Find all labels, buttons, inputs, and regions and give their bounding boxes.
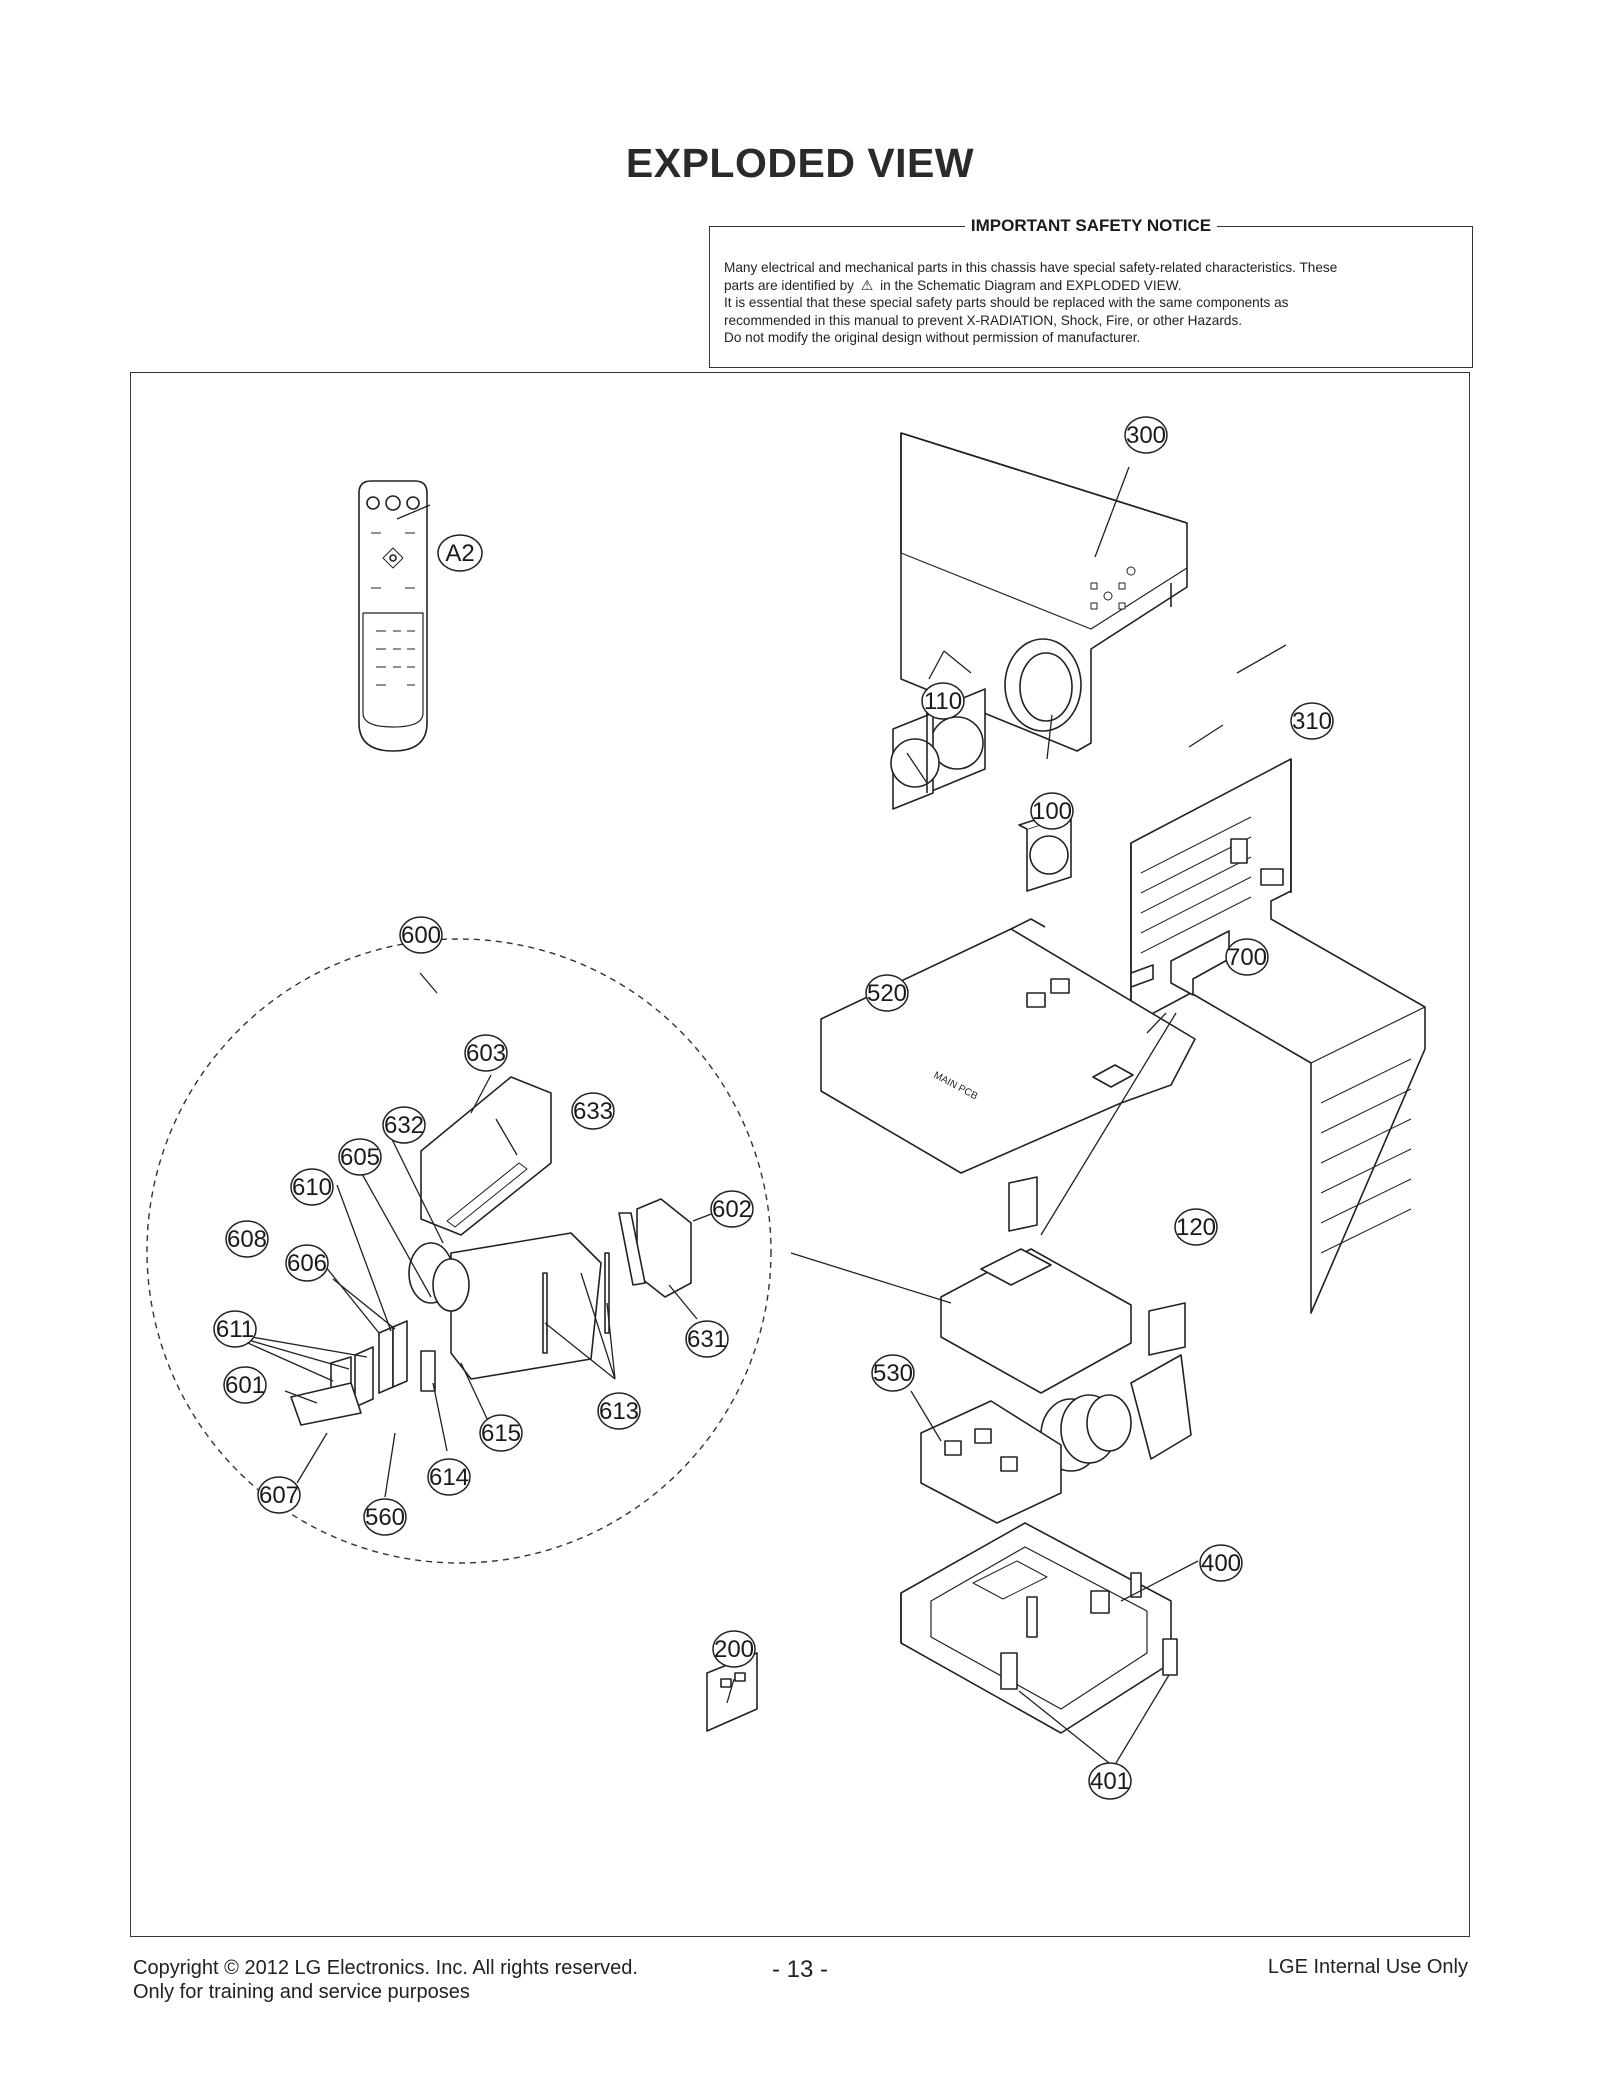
warning-triangle-icon: ⚠ [860, 276, 874, 293]
callout-610: 610 [290, 1168, 334, 1206]
callout-606: 606 [285, 1244, 329, 1282]
callout-530: 530 [871, 1354, 915, 1392]
lamp-board-part [920, 1400, 1062, 1524]
safety-notice-body: Many electrical and mechanical parts in … [724, 259, 1458, 347]
svg-text:400: 400 [1201, 1550, 1241, 1577]
callout-400: 400 [1199, 1544, 1243, 1582]
svg-text:611: 611 [216, 1316, 254, 1343]
svg-text:607: 607 [259, 1482, 299, 1509]
callout-608: 608 [225, 1220, 269, 1258]
exploded-view-diagram: MAIN PCB [130, 372, 1470, 1937]
notice-line-5: Do not modify the original design withou… [724, 330, 1141, 345]
copyright-line-2: Only for training and service purposes [133, 1981, 470, 2003]
svg-text:530: 530 [873, 1360, 913, 1387]
svg-text:120: 120 [1176, 1214, 1216, 1241]
svg-text:631: 631 [687, 1326, 727, 1353]
svg-text:401: 401 [1090, 1768, 1130, 1795]
callout-310: 310 [1290, 702, 1334, 740]
leader-lines [216, 466, 1287, 1764]
light-engine-assembly-part [940, 1248, 1192, 1472]
callout-520: 520 [865, 974, 909, 1012]
notice-line-3: It is essential that these special safet… [724, 295, 1289, 310]
main-pcb-part: MAIN PCB [820, 918, 1196, 1174]
svg-text:632: 632 [384, 1112, 424, 1139]
svg-text:613: 613 [599, 1398, 639, 1425]
svg-text:700: 700 [1227, 944, 1267, 971]
group-600-boundary [146, 938, 772, 1564]
svg-text:633: 633 [573, 1098, 613, 1125]
svg-text:A2: A2 [445, 540, 474, 567]
callout-632: 632 [382, 1106, 426, 1144]
svg-text:520: 520 [867, 980, 907, 1007]
svg-text:100: 100 [1032, 798, 1072, 825]
optical-engine-exploded-part [290, 1076, 692, 1426]
svg-text:600: 600 [401, 922, 441, 949]
svg-text:610: 610 [292, 1174, 332, 1201]
svg-text:110: 110 [924, 688, 962, 715]
notice-line-4: recommended in this manual to prevent X-… [724, 312, 1243, 328]
internal-use-label: LGE Internal Use Only [1267, 1956, 1468, 1978]
callout-200: 200 [712, 1630, 756, 1668]
svg-text:602: 602 [712, 1196, 752, 1223]
callout-600: 600 [399, 916, 443, 954]
svg-text:310: 310 [1292, 708, 1332, 735]
callout-613: 613 [597, 1392, 641, 1430]
copyright-line-1: Copyright © 2012 LG Electronics. Inc. Al… [133, 1957, 638, 1979]
top-cover-part [900, 432, 1188, 752]
fan-pair-part [890, 688, 986, 810]
exploded-view-drawing: MAIN PCB [146, 416, 1426, 1800]
remote-control-part [358, 480, 428, 752]
callout-401: 401 [1088, 1762, 1132, 1800]
svg-text:560: 560 [365, 1504, 405, 1531]
callout-605: 605 [338, 1138, 382, 1176]
bottom-case-part [900, 1522, 1172, 1734]
callouts: 300 A2 110 310 100 600 700 520 603 632 6… [213, 416, 1334, 1800]
foot-part-401 [1000, 1638, 1178, 1690]
svg-text:615: 615 [481, 1420, 521, 1447]
callout-615: 615 [479, 1414, 523, 1452]
svg-text:605: 605 [340, 1144, 380, 1171]
callout-300: 300 [1124, 416, 1168, 454]
callout-a2: A2 [437, 534, 483, 572]
callout-601: 601 [223, 1366, 267, 1404]
callout-560: 560 [363, 1498, 407, 1536]
svg-text:606: 606 [287, 1250, 327, 1277]
svg-text:601: 601 [225, 1372, 265, 1399]
notice-line-2: parts are identified by ⚠ in the Schemat… [724, 277, 1458, 295]
notice-line-1: Many electrical and mechanical parts in … [724, 260, 1338, 275]
callout-100: 100 [1030, 792, 1074, 830]
callout-603: 603 [464, 1034, 508, 1072]
safety-notice-box: IMPORTANT SAFETY NOTICE Many electrical … [709, 216, 1473, 368]
shield-part-120 [1008, 1176, 1186, 1356]
page-title: EXPLODED VIEW [625, 140, 975, 186]
safety-notice-heading: IMPORTANT SAFETY NOTICE [964, 216, 1218, 235]
callout-611: 611 [213, 1310, 257, 1348]
callout-631: 631 [685, 1320, 729, 1358]
notice-line-2b: in the Schematic Diagram and EXPLODED VI… [880, 277, 1182, 293]
svg-text:608: 608 [227, 1226, 267, 1253]
callout-110: 110 [921, 682, 965, 720]
svg-text:300: 300 [1126, 422, 1166, 449]
callout-700: 700 [1225, 938, 1269, 976]
svg-text:200: 200 [714, 1636, 754, 1663]
callout-120: 120 [1174, 1208, 1218, 1246]
copyright-notice: Copyright © 2012 LG Electronics. Inc. Al… [133, 1956, 638, 2004]
small-bracket-part [1130, 930, 1230, 996]
notice-line-2a: parts are identified by [724, 277, 854, 293]
callout-614: 614 [427, 1458, 471, 1496]
blower-fan-part [1018, 810, 1072, 892]
callout-633: 633 [571, 1092, 615, 1130]
svg-text:614: 614 [429, 1464, 469, 1491]
callout-602: 602 [710, 1190, 754, 1228]
svg-text:603: 603 [466, 1040, 506, 1067]
callout-607: 607 [257, 1476, 301, 1514]
page-number: - 13 - [771, 1956, 828, 1983]
